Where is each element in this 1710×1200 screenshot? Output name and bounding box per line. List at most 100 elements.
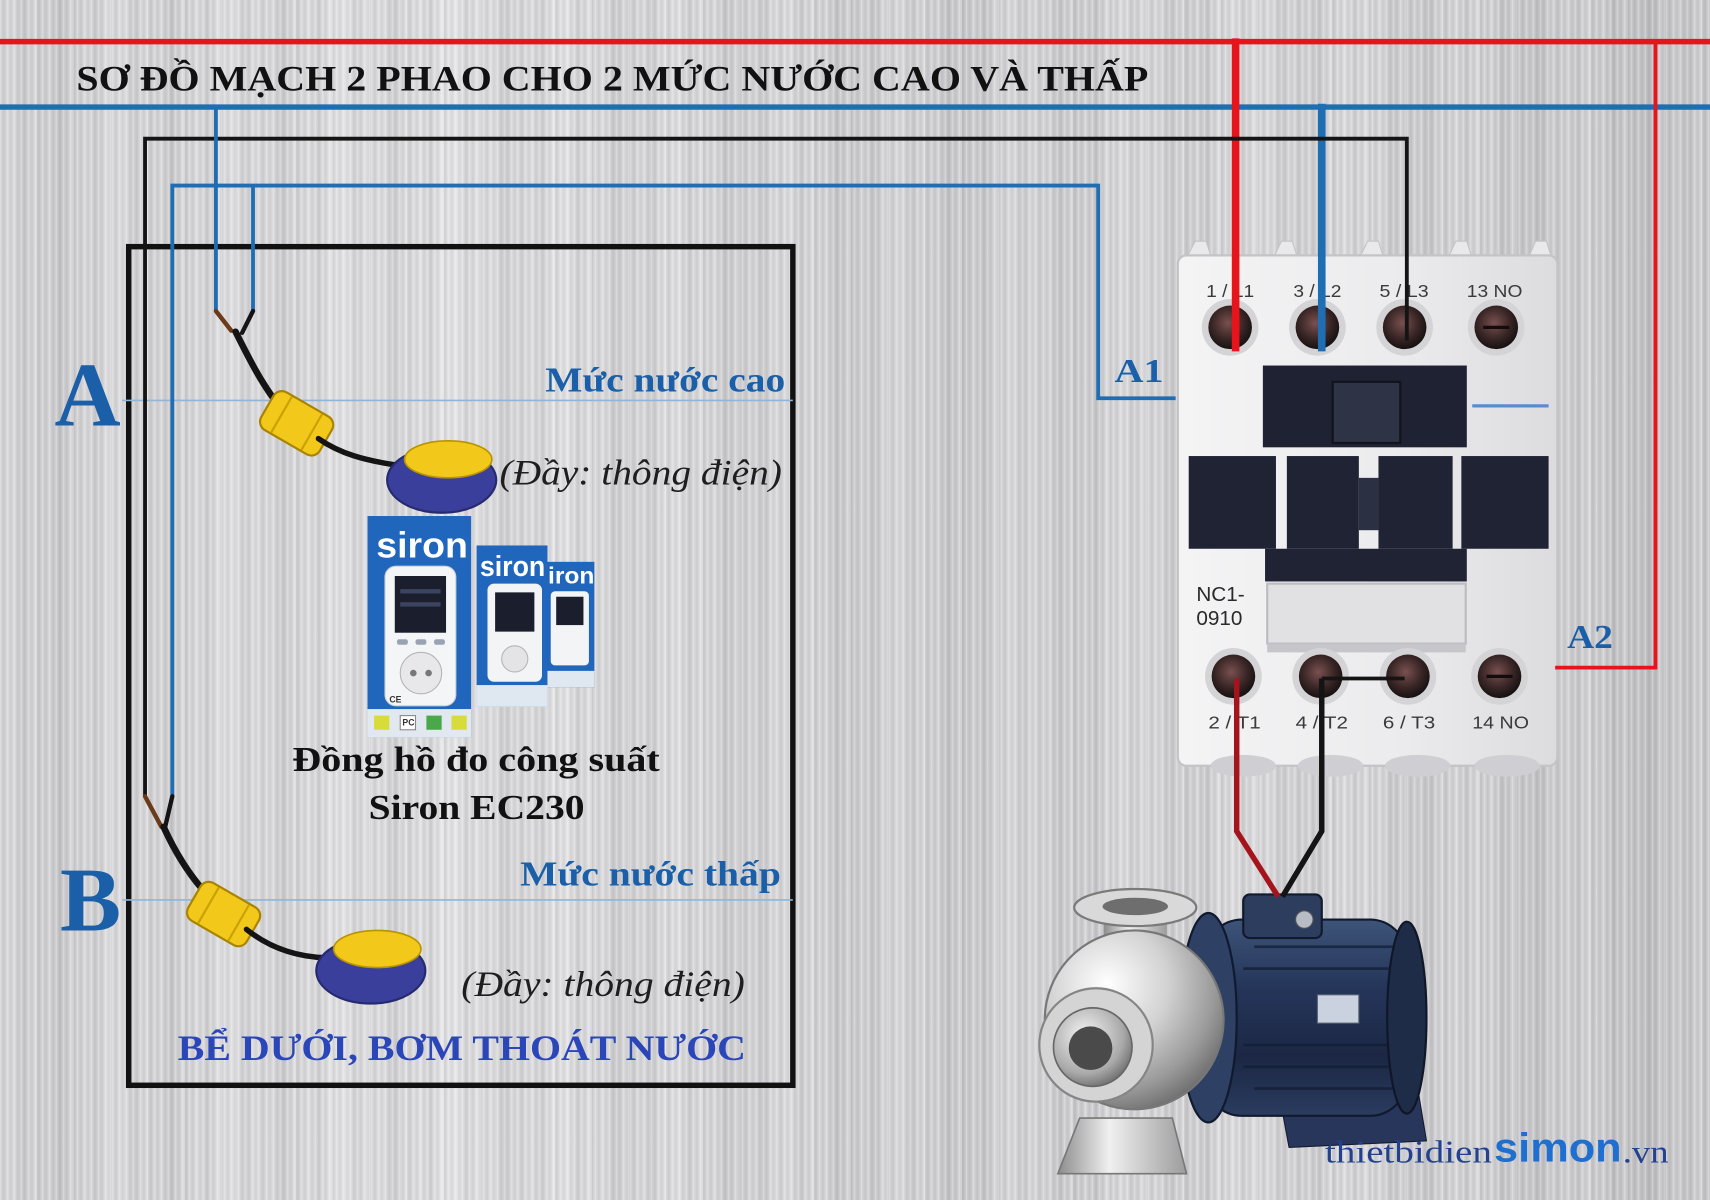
float-a-brown-lead	[213, 308, 234, 333]
weight-band	[197, 886, 220, 924]
motor-feed-red	[1233, 678, 1281, 899]
tank-caption: BỂ DƯỚI, BƠM THOÁT NƯỚC	[178, 1028, 746, 1068]
contactor-slide-shadow	[1267, 643, 1466, 653]
socket-hole	[410, 669, 417, 677]
contactor-coil-block-right	[1461, 456, 1549, 549]
float-a-black-lead	[239, 308, 256, 335]
contactor-model: 0910	[1196, 607, 1242, 630]
meter-box-small: siron	[534, 561, 595, 688]
box-brand: siron	[480, 551, 545, 583]
box-device-button	[396, 639, 408, 645]
contactor-bottom-scallop	[1210, 754, 1276, 777]
high-level-label: Mức nước cao	[545, 361, 785, 400]
terminal-screw	[1386, 654, 1430, 699]
power-meter-boxes: siron siron siron CE	[367, 516, 595, 738]
weight-band	[227, 904, 250, 942]
terminal-screw	[1298, 654, 1343, 699]
terminal-label-bottom: 14 NO	[1472, 713, 1529, 733]
weight-body	[258, 390, 335, 457]
pump-foot	[1056, 1117, 1188, 1175]
weight-band	[300, 413, 324, 451]
terminal-screw	[1211, 654, 1256, 699]
contactor-coil-gap	[1358, 477, 1379, 531]
contactor-lower-block	[1265, 548, 1467, 582]
floats-to-a1-wire	[170, 183, 1176, 797]
coil-a1-label: A1	[1115, 353, 1164, 390]
box-device-screen	[495, 592, 535, 632]
contactor-coil-block	[1378, 456, 1453, 549]
weight-band	[270, 396, 293, 434]
contactor-coil-block	[1286, 456, 1359, 549]
terminal-label-top: 1 / L1	[1206, 281, 1254, 301]
watermark-suffix: .vn	[1623, 1135, 1669, 1170]
terminal-14-no	[1471, 647, 1528, 705]
contactor-label-slide	[1266, 582, 1467, 645]
diagram-title: SƠ ĐỒ MẠCH 2 PHAO CHO 2 MỨC NƯỚC CAO VÀ …	[76, 58, 1148, 99]
level-b-marker: B	[60, 848, 121, 950]
motor-feed-black	[1280, 678, 1325, 899]
box-device-socket	[399, 651, 443, 695]
box-strip	[545, 670, 595, 688]
strip-icon	[426, 715, 442, 730]
wiring	[0, 38, 1710, 899]
box-device-screen	[556, 596, 584, 626]
float-a-cable-to-body	[315, 435, 398, 468]
box-device-socket	[501, 645, 529, 673]
pump-discharge-opening	[1102, 897, 1168, 916]
meter-caption-line2: Siron EC230	[369, 788, 585, 827]
terminal-label-top: 5 / L3	[1380, 281, 1429, 301]
terminal-13-no	[1467, 299, 1525, 356]
terminal-2-t1	[1205, 647, 1262, 705]
terminal-5-l3	[1376, 299, 1433, 356]
box-device-button	[434, 639, 445, 645]
float-a-cap	[403, 439, 493, 479]
terminal-label-bottom: 6 / T3	[1383, 713, 1435, 733]
contactor-bottom-scallop	[1385, 754, 1451, 777]
pump-suction-opening	[1068, 1026, 1113, 1071]
float-b-cable-to-body	[243, 926, 328, 961]
float-a-cable	[232, 328, 283, 410]
a2-to-phase-wire	[1555, 40, 1658, 670]
float-b-black-lead	[162, 794, 175, 832]
watermark-prefix: thietbidien	[1325, 1135, 1492, 1170]
float-switch-b	[142, 794, 427, 1005]
terminal-6-t3	[1379, 647, 1437, 705]
ce-badge: CE	[389, 695, 401, 705]
low-level-label: Mức nước thấp	[520, 855, 781, 894]
level-a-marker: A	[55, 344, 121, 446]
watermark-logo: thietbidien simon .vn	[1325, 1125, 1669, 1171]
contactor: 1 / L1 3 / L2 5 / L3 13 NO NC1- 0910	[1176, 240, 1559, 777]
contactor-coil-block-left	[1188, 456, 1276, 549]
terminal-1-l1	[1201, 299, 1259, 356]
weight-body	[185, 880, 262, 948]
float-switch-a	[213, 308, 498, 514]
terminal-screw	[1382, 305, 1427, 350]
box-strip	[476, 685, 548, 707]
float-b-cap	[332, 929, 422, 969]
box-device-button	[415, 639, 427, 645]
float-b-cable	[160, 823, 209, 896]
contactor-armature-window	[1331, 380, 1402, 445]
strip-icon	[374, 715, 390, 730]
tank-outline	[125, 243, 796, 1089]
high-level-note: (Đầy: thông điện)	[499, 452, 781, 492]
strip-icon	[399, 715, 417, 731]
float-a-weight	[258, 390, 335, 457]
box-brand: siron	[376, 524, 468, 565]
meter-caption-line1: Đồng hồ đo công suất	[292, 740, 660, 779]
cable-gland	[1295, 910, 1314, 929]
pc-badge: PC	[402, 717, 415, 727]
contactor-bottom-scallop	[1474, 754, 1540, 777]
low-level-note: (Đầy: thông điện)	[461, 964, 745, 1004]
contactor-bottom-scallop	[1297, 754, 1364, 777]
float-b-weight	[185, 880, 262, 948]
motor-end-cap	[1386, 920, 1428, 1115]
box-device-display-line	[400, 602, 441, 607]
terminal-4-t2	[1292, 647, 1350, 705]
strip-icon	[451, 715, 467, 730]
float-b-to-l3-wire	[143, 136, 1409, 797]
terminal-screw	[1295, 305, 1340, 350]
socket-hole	[425, 669, 432, 677]
terminal-label-top: 13 NO	[1467, 281, 1523, 301]
